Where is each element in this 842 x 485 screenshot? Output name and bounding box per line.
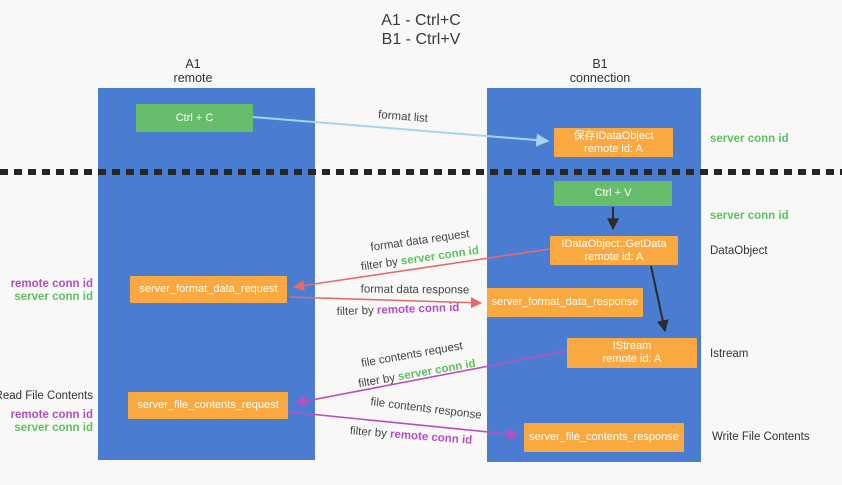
getdata-box: IDataObject::GetData remote id: A bbox=[550, 236, 678, 265]
server-conn-id-left1-label: server conn id bbox=[14, 291, 93, 303]
session-separator-line bbox=[0, 169, 842, 175]
save-dataobject-line1: 保存IDataObject bbox=[573, 129, 654, 142]
lane-a1-subtitle: remote bbox=[173, 71, 213, 85]
file-request-box: server_file_contents_request bbox=[128, 392, 288, 419]
lane-b1-subtitle: connection bbox=[569, 71, 631, 85]
save-dataobject-line2: remote id: A bbox=[584, 142, 643, 155]
filter-by-prefix-3: filter by bbox=[357, 371, 400, 391]
file-response-label: server_file_contents_response bbox=[529, 431, 679, 443]
remote-conn-id-inline-2: remote conn id bbox=[389, 428, 473, 447]
remote-conn-id-left2-label: remote conn id bbox=[10, 409, 93, 421]
left-conn-ids-1: remote conn id server conn id bbox=[11, 278, 93, 304]
format-response-box: server_format_data_response bbox=[487, 288, 643, 317]
file-request-label: server_file_contents_request bbox=[137, 399, 279, 411]
lane-header-a1: A1 remote bbox=[133, 57, 253, 85]
left-conn-ids-2: remote conn id server conn id bbox=[11, 409, 93, 435]
remote-conn-id-left1-label: remote conn id bbox=[10, 278, 93, 290]
filter-by-prefix-2: filter by bbox=[336, 304, 378, 319]
save-dataobject-box: 保存IDataObject remote id: A bbox=[554, 128, 673, 157]
format-response-label: server_format_data_response bbox=[491, 296, 639, 308]
file-contents-response-label: file contents response bbox=[369, 396, 483, 422]
istream-box: IStream remote id: A bbox=[567, 338, 697, 368]
read-file-contents-label: Read File Contents bbox=[0, 390, 93, 402]
server-conn-id-mid-label: server conn id bbox=[710, 210, 789, 222]
write-file-contents-label: Write File Contents bbox=[712, 431, 810, 443]
istream-side-label: Istream bbox=[710, 348, 749, 360]
ctrl-c-label: Ctrl + C bbox=[175, 111, 214, 124]
filter-by-prefix-4: filter by bbox=[349, 425, 391, 441]
filter-by-remote-conn-id-label-2: filter by remote conn id bbox=[349, 425, 472, 447]
ctrl-v-box: Ctrl + V bbox=[554, 181, 672, 206]
diagram-title: A1 - Ctrl+C B1 - Ctrl+V bbox=[0, 11, 842, 49]
server-conn-id-inline-1: server conn id bbox=[400, 244, 480, 268]
title-line-1: A1 - Ctrl+C bbox=[381, 12, 461, 29]
ctrl-c-box: Ctrl + C bbox=[136, 104, 253, 132]
format-request-label: server_format_data_request bbox=[139, 283, 278, 295]
file-response-box: server_file_contents_response bbox=[524, 423, 684, 452]
lane-header-b1: B1 connection bbox=[540, 57, 660, 85]
server-conn-id-left2-label: server conn id bbox=[14, 422, 93, 434]
format-list-label: format list bbox=[377, 109, 429, 125]
dataobject-label: DataObject bbox=[710, 245, 768, 257]
getdata-line2: remote id: A bbox=[584, 250, 644, 263]
lane-b1-name: B1 bbox=[592, 57, 608, 71]
format-request-box: server_format_data_request bbox=[130, 276, 287, 303]
getdata-line1: IDataObject::GetData bbox=[561, 237, 667, 250]
istream-line1: IStream bbox=[612, 340, 652, 352]
filter-by-remote-conn-id-label-1: filter by remote conn id bbox=[336, 302, 459, 318]
istream-line2: remote id: A bbox=[602, 353, 662, 365]
title-line-2: B1 - Ctrl+V bbox=[381, 31, 461, 48]
format-data-response-label: format data response bbox=[360, 283, 470, 297]
lane-a1-name: A1 bbox=[185, 57, 201, 71]
server-conn-id-top-label: server conn id bbox=[710, 133, 789, 145]
ctrl-v-label: Ctrl + V bbox=[594, 187, 632, 199]
filter-by-prefix-1: filter by bbox=[360, 255, 402, 274]
remote-conn-id-inline-1: remote conn id bbox=[376, 301, 460, 317]
